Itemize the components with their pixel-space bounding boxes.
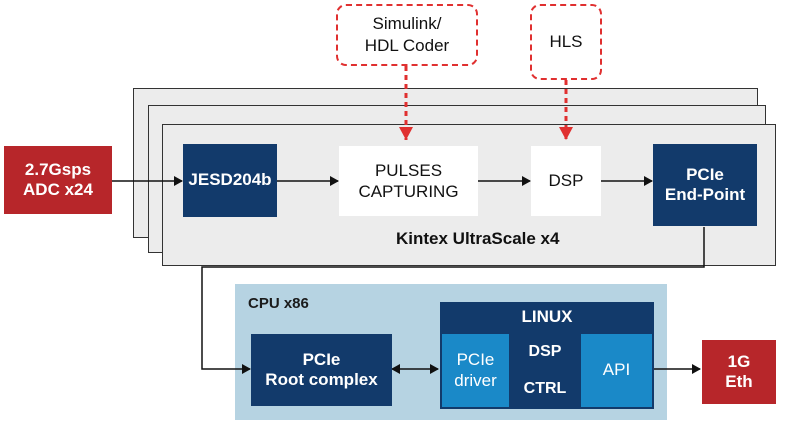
- root-line2: Root complex: [265, 370, 378, 389]
- pulses-line1: PULSES: [374, 160, 443, 180]
- linux-dsp-block: DSP: [511, 334, 579, 369]
- simulink-line1: Simulink/: [372, 13, 442, 33]
- linux-ctrl-block: CTRL: [511, 371, 579, 407]
- eth-box: 1G Eth: [702, 340, 776, 404]
- dsp-block: DSP: [531, 146, 601, 216]
- jesd-label: JESD204b: [188, 170, 272, 190]
- adc-line1: 2.7Gsps: [24, 159, 92, 179]
- cpu-label: CPU x86: [248, 295, 309, 312]
- api-block: API: [581, 334, 652, 407]
- eth-line1: 1G: [727, 351, 751, 371]
- simulink-line2: HDL Coder: [364, 36, 450, 55]
- pcie-ep-line2: End-Point: [664, 185, 746, 204]
- pulses-capturing-block: PULSES CAPTURING: [339, 146, 478, 216]
- hls-box: HLS: [530, 4, 602, 80]
- simulink-hdl-coder-box: Simulink/ HDL Coder: [336, 4, 478, 66]
- root-line1: PCIe: [302, 349, 341, 369]
- driver-line1: PCIe: [456, 350, 495, 370]
- fpga-board-label: Kintex UltraScale x4: [396, 229, 560, 248]
- pcie-endpoint-block: PCIe End-Point: [653, 144, 757, 226]
- adc-line2: ADC x24: [23, 180, 93, 199]
- pcie-ep-line1: PCIe: [686, 164, 724, 184]
- pcie-driver-block: PCIe driver: [442, 334, 509, 407]
- hls-label: HLS: [549, 31, 583, 51]
- linux-header: LINUX: [440, 302, 654, 332]
- eth-line2: Eth: [725, 372, 753, 391]
- linux-dsp-label: DSP: [528, 342, 562, 360]
- adc-box: 2.7Gsps ADC x24: [4, 146, 112, 214]
- pcie-root-complex-block: PCIe Root complex: [251, 334, 392, 406]
- linux-ctrl-label: CTRL: [523, 380, 567, 398]
- jesd204b-block: JESD204b: [183, 144, 277, 217]
- api-label: API: [602, 360, 631, 380]
- driver-line2: driver: [454, 370, 497, 390]
- pulses-line2: CAPTURING: [358, 182, 459, 201]
- linux-label: LINUX: [521, 306, 573, 326]
- dsp-label: DSP: [548, 171, 584, 191]
